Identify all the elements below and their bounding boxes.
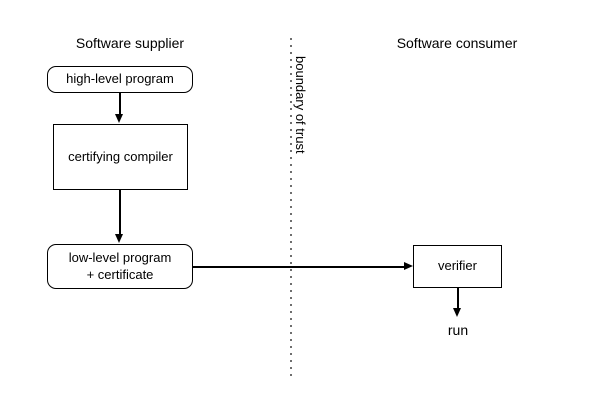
arrow-head-right-icon xyxy=(404,262,413,270)
high-level-program-node: high-level program xyxy=(47,66,193,93)
supplier-title: Software supplier xyxy=(75,35,185,51)
verifier-node: verifier xyxy=(413,245,502,288)
verifier-label: verifier xyxy=(437,258,477,274)
low-level-program-node: low-level program + certificate xyxy=(47,244,193,289)
certifying-compiler-node: certifying compiler xyxy=(53,124,188,190)
trust-boundary-label: boundary of trust xyxy=(293,56,308,154)
arrow-line xyxy=(119,190,121,235)
certifying-compiler-label: certifying compiler xyxy=(68,148,173,164)
arrow-line xyxy=(193,266,404,268)
low-level-program-label: low-level program + certificate xyxy=(68,249,172,282)
arrow-head-down-icon xyxy=(115,114,123,123)
arrow-head-down-icon xyxy=(115,234,123,243)
arrow-line xyxy=(119,93,121,115)
arrow-head-down-icon xyxy=(453,308,461,317)
trust-boundary-line xyxy=(290,38,292,381)
consumer-title: Software consumer xyxy=(396,35,518,51)
run-label: run xyxy=(447,322,469,338)
high-level-program-label: high-level program xyxy=(66,71,174,87)
arrow-line xyxy=(457,288,459,309)
